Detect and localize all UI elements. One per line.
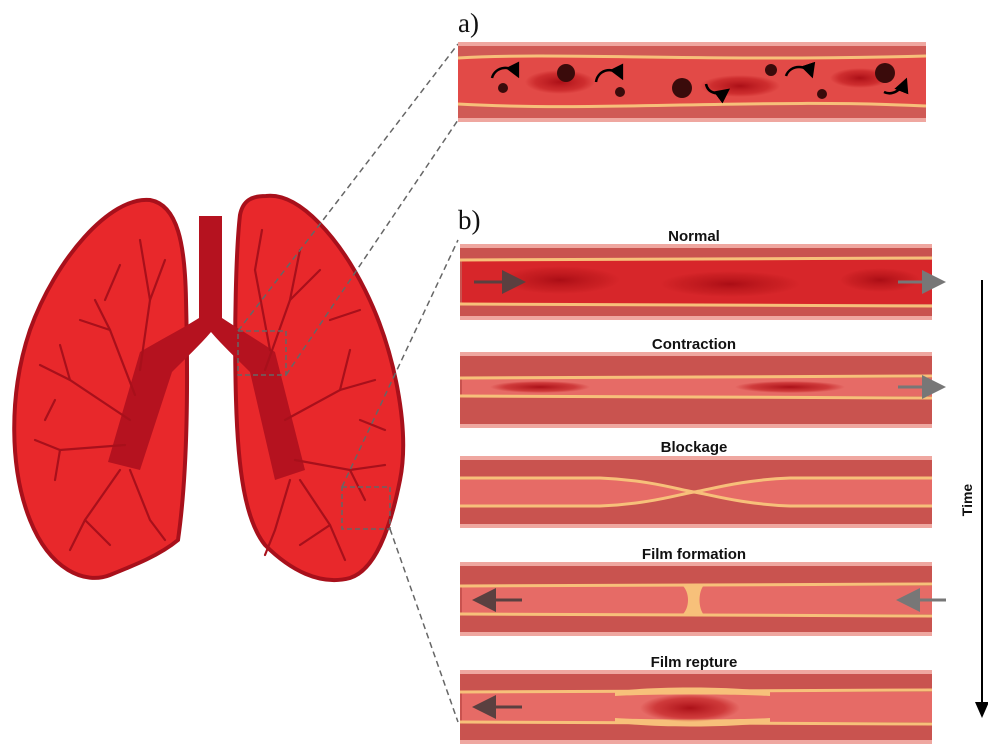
stage-film-formation: Film formation <box>460 546 946 636</box>
stage-label-film-repture: Film repture <box>651 654 738 671</box>
stage-label-contraction: Contraction <box>652 336 736 353</box>
time-label: Time <box>959 484 975 517</box>
stage-label-film-formation: Film formation <box>642 546 746 563</box>
time-axis: Time <box>959 280 988 718</box>
stage-blockage: Blockage <box>460 439 932 528</box>
panel-b-label: b) <box>458 205 481 235</box>
stage-normal: Normal <box>460 228 940 320</box>
stage-label-blockage: Blockage <box>661 439 728 456</box>
stage-film-repture: Film repture <box>460 654 932 744</box>
stage-contraction: Contraction <box>460 336 940 428</box>
panel-a-label: a) <box>458 8 479 38</box>
stage-label-normal: Normal <box>668 228 720 245</box>
vessel-a <box>458 42 926 122</box>
ruptured-film <box>640 694 740 722</box>
lungs-illustration <box>14 196 403 580</box>
